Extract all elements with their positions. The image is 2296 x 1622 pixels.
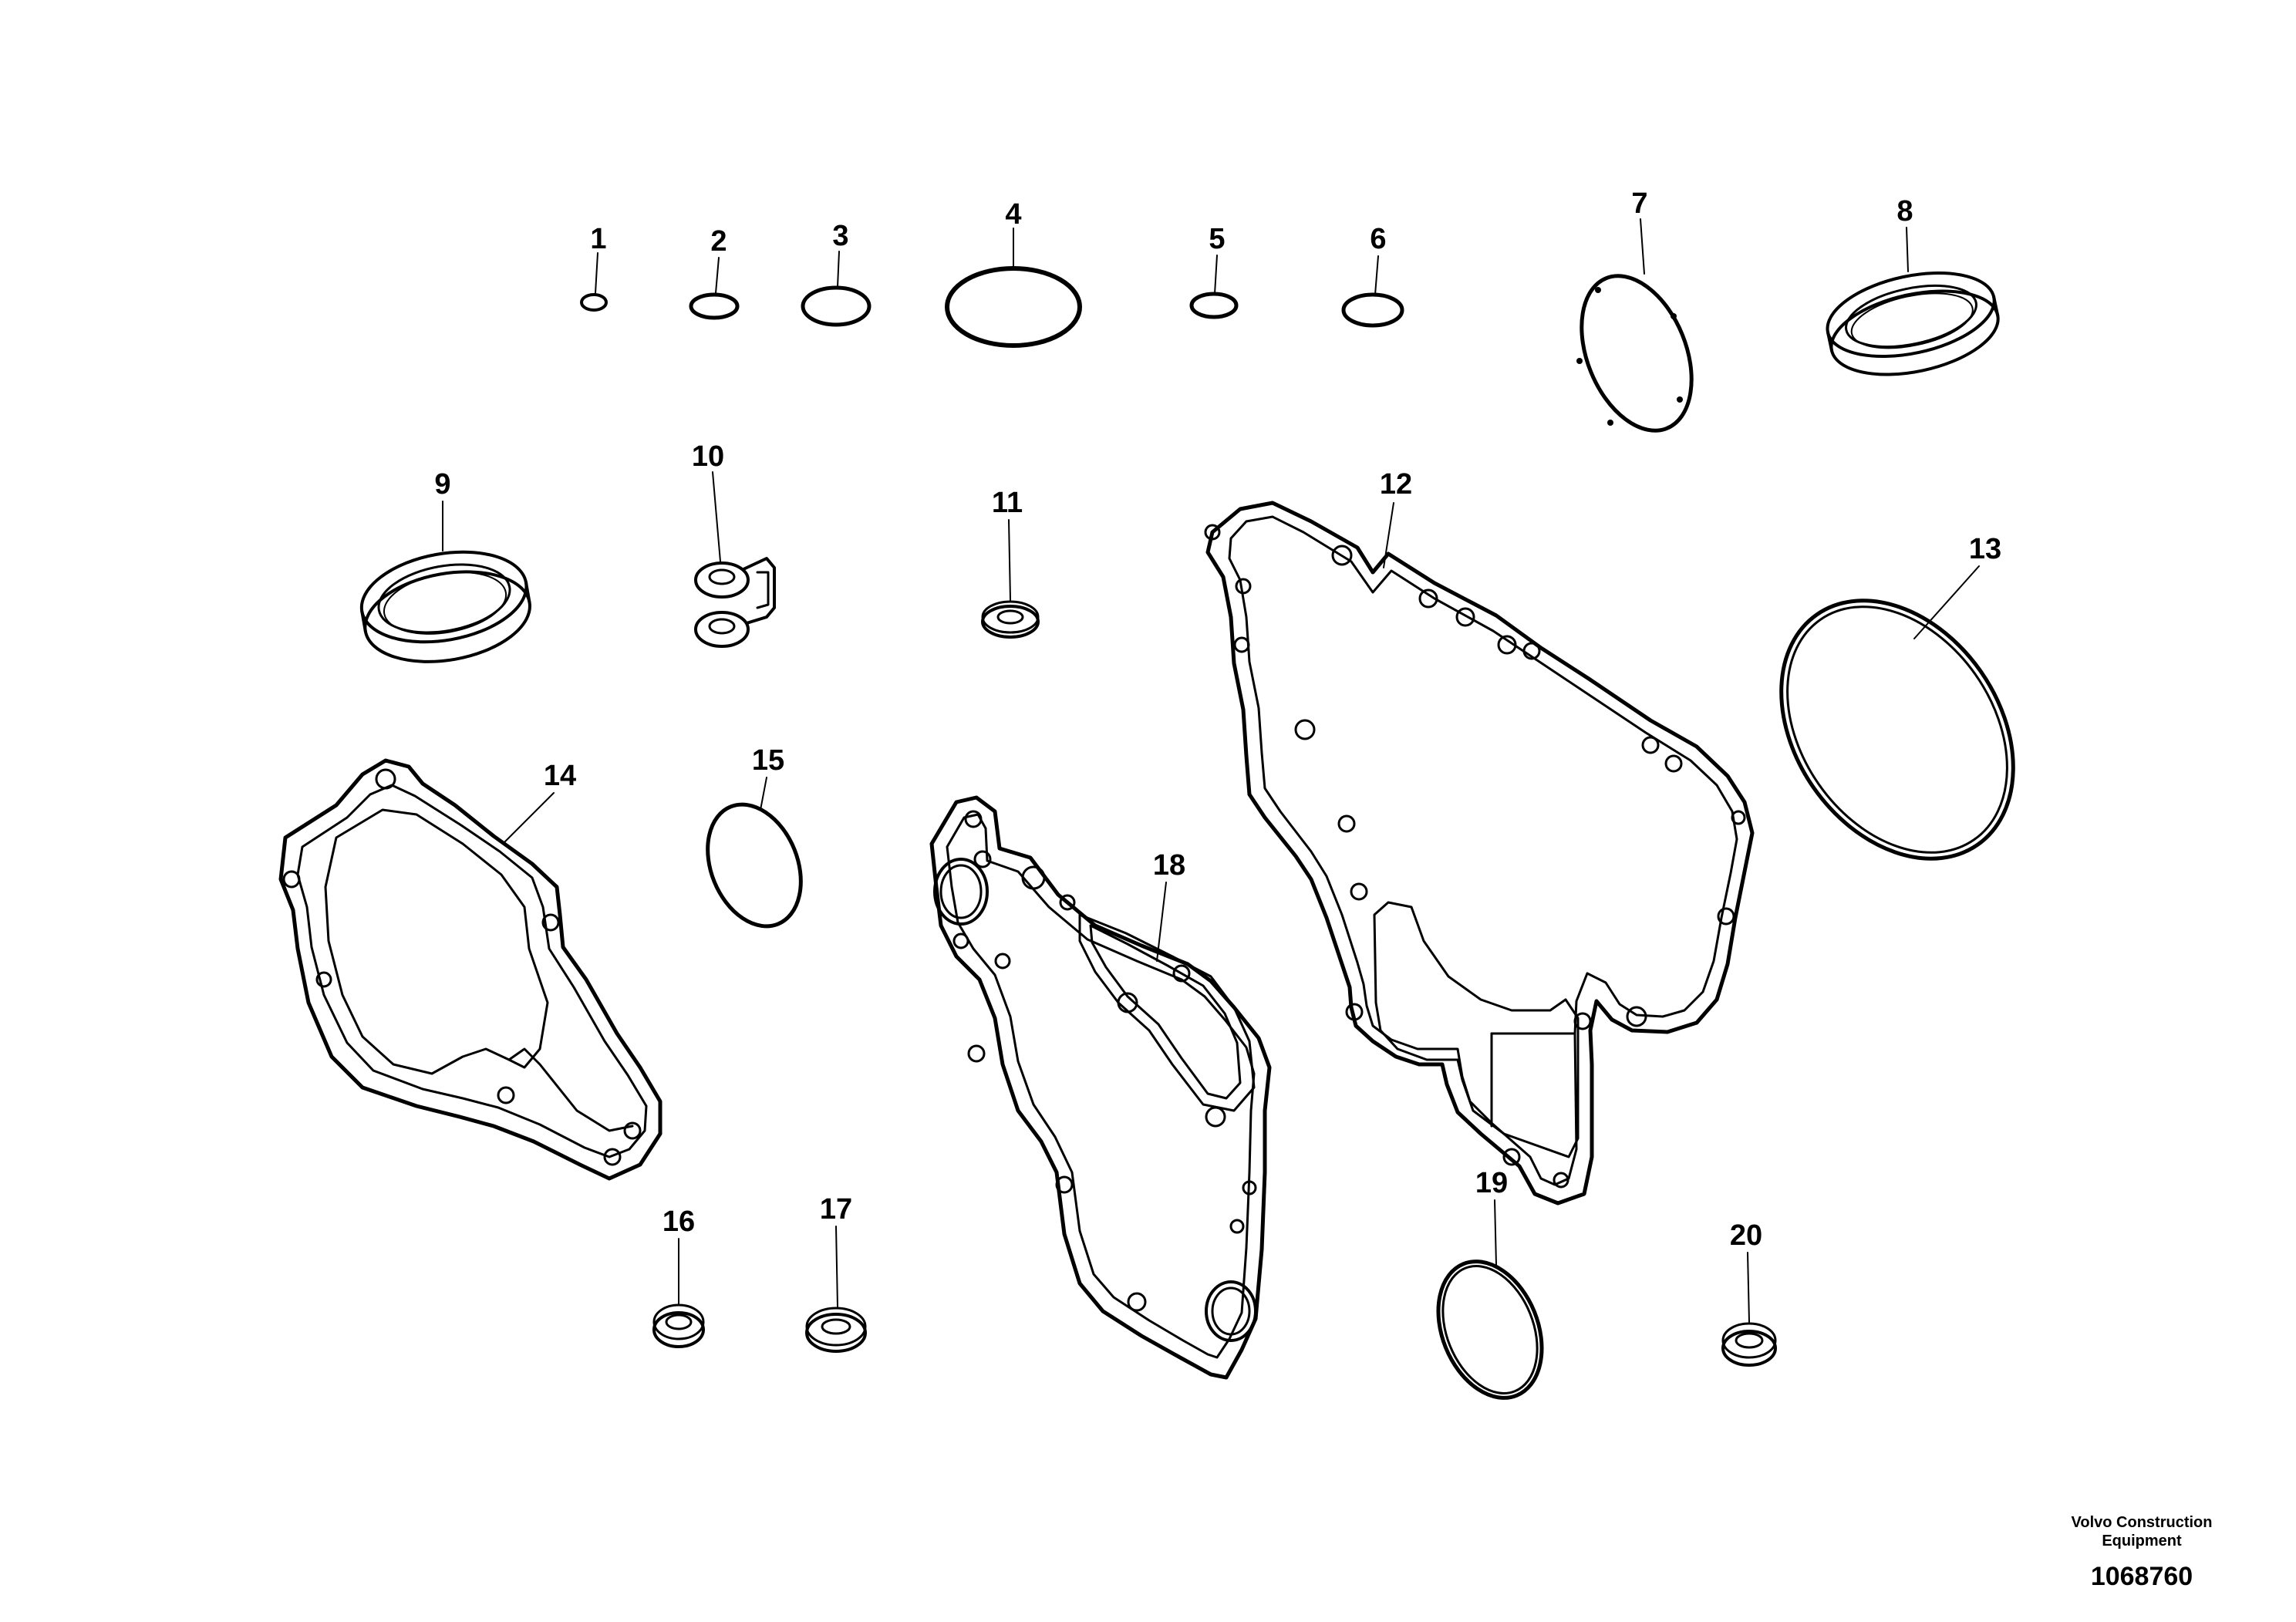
part-9-shaft-seal[interactable] xyxy=(355,540,538,673)
part-2-o-ring[interactable]: 2 xyxy=(689,225,740,320)
part-7-seal-ring[interactable]: 7 xyxy=(1560,187,1712,447)
callout-5: 5 xyxy=(1209,223,1225,255)
callout-8-group: 8 xyxy=(1896,195,1913,272)
drawing-number: 1068760 xyxy=(2090,1562,2193,1591)
part-16-washer[interactable]: 16 xyxy=(652,1206,705,1348)
callout-9-group: 9 xyxy=(434,468,451,551)
part-18-front-plate-gasket[interactable]: 18 xyxy=(929,795,1272,1380)
callout-12: 12 xyxy=(1380,468,1412,501)
callout-4: 4 xyxy=(1005,198,1021,231)
part-4-o-ring[interactable]: 4 xyxy=(945,198,1082,348)
part-12-timing-cover-gasket[interactable]: 12 xyxy=(1204,468,1755,1206)
callout-19: 19 xyxy=(1475,1167,1508,1199)
callout-14: 14 xyxy=(544,760,576,792)
part-14-water-pump-gasket[interactable]: 14 xyxy=(278,758,663,1181)
callout-13: 13 xyxy=(1969,533,2001,565)
callout-9: 9 xyxy=(434,468,450,501)
callout-6: 6 xyxy=(1370,223,1386,255)
callout-7: 7 xyxy=(1631,187,1647,220)
callout-8: 8 xyxy=(1896,195,1913,228)
part-10-sealing-washers[interactable]: 10 xyxy=(692,440,776,648)
part-6-o-ring[interactable]: 6 xyxy=(1341,223,1404,328)
part-20-washer[interactable]: 20 xyxy=(1721,1219,1777,1367)
part-17-washer[interactable]: 17 xyxy=(805,1193,867,1353)
part-5-o-ring[interactable]: 5 xyxy=(1189,223,1239,319)
callout-16: 16 xyxy=(663,1206,695,1238)
part-11-washer[interactable]: 11 xyxy=(981,487,1040,639)
callout-18: 18 xyxy=(1153,849,1185,882)
callout-2: 2 xyxy=(710,225,727,258)
company-name-line1: Volvo Construction xyxy=(2071,1514,2213,1531)
part-3-o-ring[interactable]: 3 xyxy=(801,220,872,327)
company-name-line2: Equipment xyxy=(2102,1533,2182,1549)
callout-1: 1 xyxy=(590,223,606,255)
callout-17: 17 xyxy=(820,1193,852,1226)
callout-3: 3 xyxy=(832,220,848,252)
callout-15: 15 xyxy=(752,744,784,777)
drawing-credit: Volvo Construction Equipment 1068760 xyxy=(2041,1513,2242,1592)
part-1-o-ring[interactable]: 1 xyxy=(580,223,608,312)
callout-20: 20 xyxy=(1730,1219,1762,1252)
part-13-o-ring[interactable]: 13 xyxy=(1733,533,2061,903)
callout-11: 11 xyxy=(992,487,1023,519)
part-19-o-ring[interactable]: 19 xyxy=(1419,1167,1561,1414)
callout-10: 10 xyxy=(692,440,724,473)
part-8-shaft-seal[interactable] xyxy=(1820,259,2006,388)
part-15-o-ring[interactable]: 15 xyxy=(690,744,818,940)
